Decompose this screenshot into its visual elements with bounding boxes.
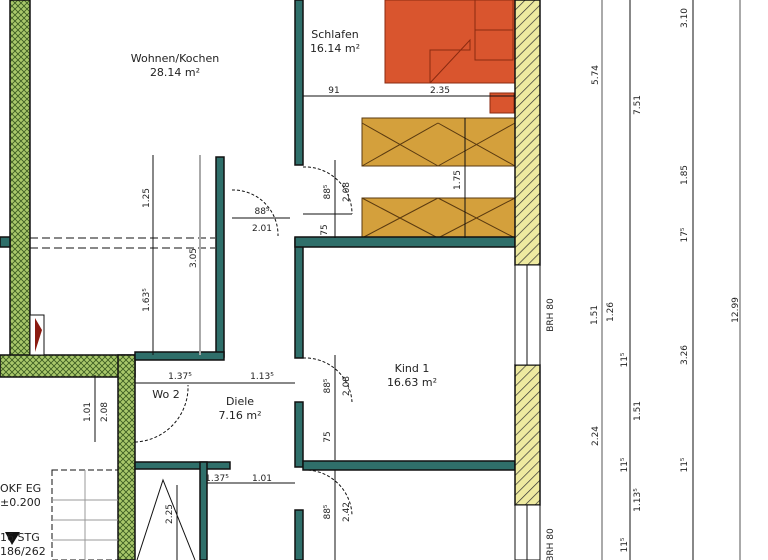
level-value: ±0.200	[0, 496, 41, 509]
room-area: 7.16 m²	[218, 409, 261, 422]
wardrobe-lower	[361, 197, 516, 239]
dim-label: 11⁵	[620, 457, 630, 472]
room-name: Wohnen/Kochen	[131, 52, 220, 65]
dim-label: 88⁵	[323, 378, 333, 393]
dim-label: 1.01	[83, 402, 93, 422]
stair-count: 16 STG	[0, 531, 40, 544]
dim-label: 1.51	[633, 401, 643, 421]
dim-label: 1.13⁵	[250, 372, 274, 382]
dim-label: 2.42	[342, 502, 352, 522]
dim-label: 1.85	[680, 165, 690, 185]
dim-label: BRH 80	[546, 298, 556, 332]
level-marker-icon	[5, 532, 20, 545]
room-diele: Diele 7.16 m²	[218, 395, 261, 422]
dim-label: 12.99	[731, 297, 741, 323]
dim-label: 3.26	[680, 345, 690, 365]
dim-label: 2.35	[430, 86, 450, 96]
bed	[384, 0, 516, 114]
dim-label: 2.01	[252, 224, 272, 234]
dim-label: 1.75	[453, 170, 463, 190]
dim-label: 88⁵	[323, 504, 333, 519]
dim-label: 5.74	[591, 65, 601, 85]
dim-label: 1.37⁵	[205, 474, 229, 484]
door-swings	[30, 166, 353, 516]
dim-label: 1.13⁵	[633, 488, 643, 512]
dim-label: 1.37⁵	[168, 372, 192, 382]
walls	[0, 0, 541, 560]
wardrobe-upper	[361, 117, 516, 167]
dim-label: 2.08	[342, 376, 352, 396]
dim-label: 2.25	[165, 504, 175, 524]
room-wohnen-kochen: Wohnen/Kochen 28.14 m²	[131, 52, 220, 79]
dim-label: 91	[328, 86, 339, 96]
room-area: 16.63 m²	[387, 376, 437, 389]
dim-label: 1.26	[606, 302, 616, 322]
room-area: 28.14 m²	[150, 66, 200, 79]
dimension-lines	[94, 0, 741, 560]
dim-label: 3.10	[680, 8, 690, 28]
room-area: 16.14 m²	[310, 42, 360, 55]
dim-label: 1.63⁵	[142, 288, 152, 312]
dim-label: 75	[323, 431, 333, 442]
room-name: Kind 1	[395, 362, 430, 375]
dim-label: 11⁵	[620, 352, 630, 367]
dim-label: 88⁵	[254, 207, 269, 217]
dim-label: 3.05	[189, 248, 199, 268]
dim-label: 1.25	[142, 188, 152, 208]
dim-label: 2.08	[342, 182, 352, 202]
level-label: OKF EG	[0, 482, 41, 495]
dim-label: 2.08	[100, 402, 110, 422]
staircase	[5, 469, 196, 560]
room-name: Diele	[226, 395, 254, 408]
stair-ratio: 186/262	[0, 545, 46, 558]
room-name: Schlafen	[311, 28, 358, 41]
room-schlafen: Schlafen 16.14 m²	[310, 28, 360, 55]
dim-label: BRH 80	[546, 528, 556, 560]
dimension-labels: 91 2.35 1.75 1.25 3.05 1.63⁵ 88⁵ 2.01 88…	[83, 8, 741, 560]
dim-label: 11⁵	[620, 537, 630, 552]
dim-label: 88⁵	[323, 184, 333, 199]
dim-label: 17⁵	[680, 227, 690, 242]
dim-label: 75	[320, 224, 330, 235]
room-kind-1: Kind 1 16.63 m²	[387, 362, 437, 389]
unit-label: Wo 2	[152, 388, 179, 401]
dim-label: 11⁵	[680, 457, 690, 472]
dim-label: 1.01	[252, 474, 272, 484]
dim-label: 1.51	[590, 305, 600, 325]
dim-label: 7.51	[633, 95, 643, 115]
dim-label: 2.24	[591, 426, 601, 446]
